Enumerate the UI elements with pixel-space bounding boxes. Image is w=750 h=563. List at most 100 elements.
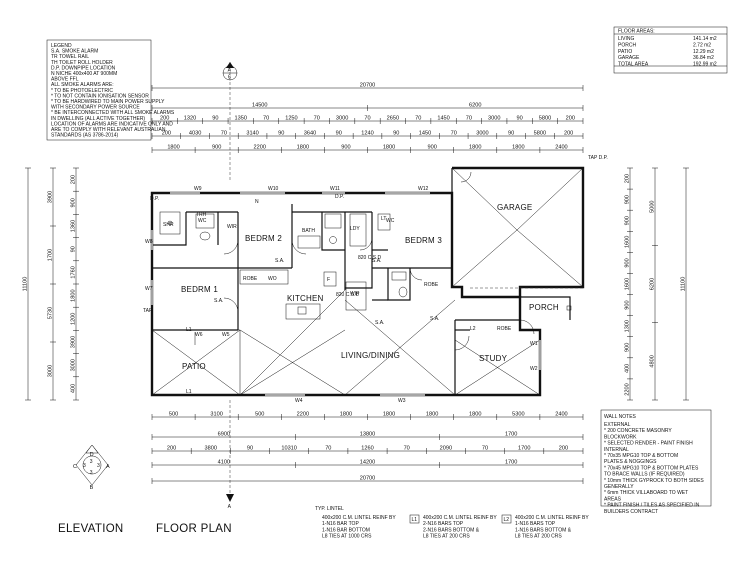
window-w10: W10 xyxy=(268,186,279,192)
dimension-value: 90 xyxy=(517,116,523,122)
fixture-n: N xyxy=(255,199,259,205)
wall-note-line: BLOCKWORK xyxy=(604,434,637,440)
section-sheet: 6 xyxy=(228,75,231,81)
fixture-sa: S.A. xyxy=(214,298,223,304)
dimension-value: 6200 xyxy=(650,278,656,290)
dimension-value: 1200 xyxy=(71,313,77,325)
fixture-robe: ROBE xyxy=(243,276,258,282)
dimension-value: 3900 xyxy=(48,191,54,203)
building-outline xyxy=(150,166,585,397)
dimension-value: 5300 xyxy=(512,412,524,418)
area-label: PATIO xyxy=(618,49,632,55)
dimension-value: 900 xyxy=(341,145,350,151)
lintel-l1-tag: L1 xyxy=(412,517,418,523)
dimension-value: 3800 xyxy=(205,446,217,452)
dimension-value: 10310 xyxy=(281,446,297,452)
room-bedrm3: BEDRM 3 xyxy=(405,236,442,245)
dimension-value: 400 xyxy=(625,364,631,373)
dimension-value: 90 xyxy=(508,131,514,137)
dimension-value: 1700 xyxy=(505,432,517,438)
wall-note-line: * 10mm THICK GYPROCK TO BOTH SIDES xyxy=(604,478,704,484)
dimension-value: 20700 xyxy=(360,476,376,482)
lintel-l2-line: 1-N16 BARS BOTTOM & xyxy=(515,527,572,533)
dimension-value: 14200 xyxy=(360,460,376,466)
dimension-value: 70 xyxy=(466,116,472,122)
fixture-tap: TAP xyxy=(143,308,153,314)
dimension-value: 1240 xyxy=(361,131,373,137)
dimension-value: 1600 xyxy=(625,236,631,248)
dimension-value: 90 xyxy=(336,131,342,137)
elev-sub-a: 3 xyxy=(97,463,100,469)
fixture-l2: L2 xyxy=(470,326,476,332)
section-marker-top: A 6 xyxy=(222,62,238,180)
dimension-value: 70 xyxy=(451,131,457,137)
dimension-value: 1800 xyxy=(469,412,481,418)
wall-note-line: BUILDERS CONTRACT xyxy=(604,509,658,515)
room-patio: PATIO xyxy=(182,362,206,371)
dimension-value: 90 xyxy=(393,131,399,137)
legend-line: LOCATION OF ALARMS ARE INDICATIVE ONLY A… xyxy=(51,121,173,127)
floor-areas-heading: FLOOR AREAS: xyxy=(618,29,655,35)
legend-line: S.A. SMOKE ALARM xyxy=(51,49,98,55)
dimension-value: 2200 xyxy=(625,383,631,395)
dimension-value: 5800 xyxy=(534,131,546,137)
dimension-value: 2090 xyxy=(440,446,452,452)
dimension-value: 1450 xyxy=(419,131,431,137)
dimension-value: 1800 xyxy=(512,145,524,151)
dimension-value: 4800 xyxy=(650,355,656,367)
lintel-typ-line: 1-N16 BAR TOP xyxy=(322,521,359,527)
elev-d: D xyxy=(90,452,94,458)
elevation-title: ELEVATION xyxy=(58,523,124,535)
dimension-value: 900 xyxy=(212,145,221,151)
dimension-value: 1700 xyxy=(518,446,530,452)
dimension-value: 1320 xyxy=(184,116,196,122)
area-label: GARAGE xyxy=(618,55,640,61)
lintel-l2-line: L8 TIES AT 200 CRS xyxy=(515,534,562,540)
dimension-value: 900 xyxy=(71,198,77,207)
dimension-value: 1700 xyxy=(505,460,517,466)
dimension-value: 90 xyxy=(247,446,253,452)
room-living-dining: LIVING/DINING xyxy=(341,351,400,360)
dimension-value: 1800 xyxy=(383,145,395,151)
dimension-value: 11100 xyxy=(23,277,29,292)
wall-note-line: AREAS xyxy=(604,496,622,502)
window-w4: W4 xyxy=(295,398,303,404)
dimension-value: 70 xyxy=(221,131,227,137)
dimension-value: 1800 xyxy=(426,412,438,418)
elev-b: B xyxy=(90,485,94,491)
dimension-value: 11100 xyxy=(681,277,687,292)
lintel-l1-line: L8 TIES AT 200 CRS xyxy=(423,534,470,540)
wall-note-line: * 70x45 MPG10 TOP & BOTTOM PLATES xyxy=(604,465,699,471)
window-w8: W8 xyxy=(145,239,153,245)
legend-line: N NICHE 400x400 AT 900MM xyxy=(51,71,117,77)
dimension-value: 200 xyxy=(564,131,573,137)
dimension-value: 1250 xyxy=(285,116,297,122)
dimension-value: 900 xyxy=(625,216,631,225)
dimension-value: 3000 xyxy=(476,131,488,137)
legend-line: D.P. DOWNPIPE LOCATION xyxy=(51,65,116,71)
area-value: 141.14 m2 xyxy=(693,36,717,42)
dimension-value: 90 xyxy=(71,246,77,252)
fixture-shr: SHR xyxy=(163,222,174,228)
dimension-value: 3900 xyxy=(71,336,77,348)
elev-a: A xyxy=(106,464,110,470)
lintel-l2-tag: L2 xyxy=(504,517,510,523)
room-bedrm1: BEDRM 1 xyxy=(181,285,218,294)
window-w7: W7 xyxy=(145,286,153,292)
legend-line: WITH SECONDARY POWER SOURCE xyxy=(51,105,140,111)
window-w3: W3 xyxy=(398,398,406,404)
dimension-value: 900 xyxy=(625,258,631,267)
dimension-value: 1760 xyxy=(71,266,77,278)
fixture-wir: WIR xyxy=(227,224,237,230)
wall-notes-box: WALL NOTES EXTERNAL* 200 CONCRETE MASONR… xyxy=(600,409,712,515)
dimension-value: 200 xyxy=(162,131,171,137)
dimension-value: 13800 xyxy=(360,432,376,438)
lintel-typ-line: L8 TIES AT 1000 CRS xyxy=(322,534,372,540)
elev-c: C xyxy=(73,464,77,470)
fixture-bath: BATH xyxy=(302,228,315,234)
legend-line: STANDARDS (AS 3786-2014) xyxy=(51,133,118,139)
dimension-value: 70 xyxy=(314,116,320,122)
fixture-f: F xyxy=(327,277,330,283)
